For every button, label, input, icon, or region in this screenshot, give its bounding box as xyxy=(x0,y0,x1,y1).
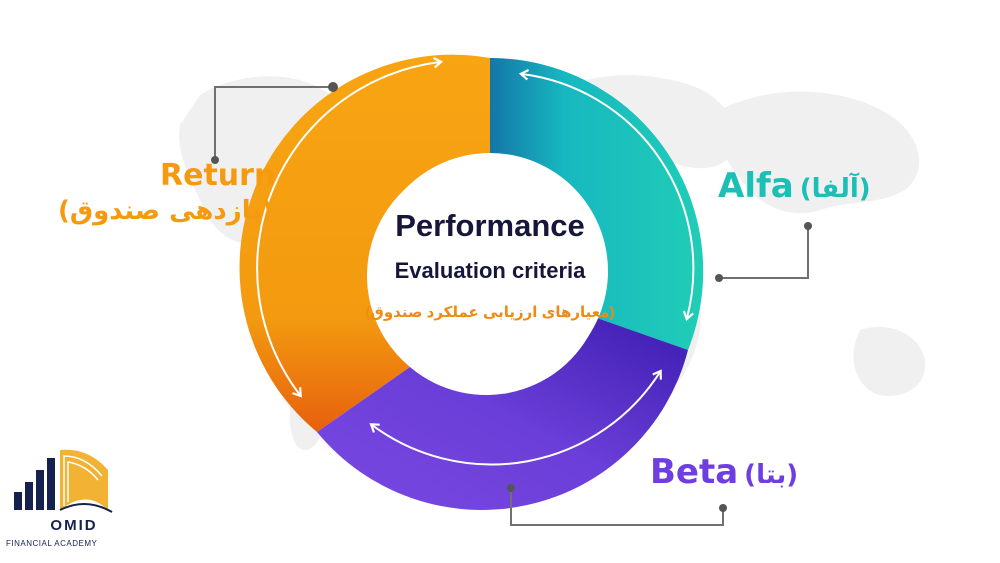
alfa-label-group: Alfa(آلفا) xyxy=(718,166,871,206)
alfa-connector-end xyxy=(804,222,812,230)
beta-label: Beta xyxy=(650,452,739,492)
return-label: Return xyxy=(160,158,276,193)
beta-connector-end xyxy=(719,504,727,512)
return-persian-label: (بازدهی صندوق) xyxy=(58,196,274,226)
logo-tagline: FINANCIAL ACADEMY xyxy=(6,539,98,548)
beta-arrow xyxy=(369,369,662,466)
beta-persian-label: (بتا) xyxy=(744,460,799,490)
omid-logo-icon xyxy=(14,449,113,513)
center-subtitle: Evaluation criteria xyxy=(394,258,586,283)
return-connector xyxy=(214,86,333,160)
alfa-label: Alfa xyxy=(718,166,794,206)
return-connector-end xyxy=(211,156,219,164)
beta-connector xyxy=(510,488,724,526)
beta-label-group: Beta(بتا) xyxy=(650,452,798,492)
return-connector-dot xyxy=(328,82,338,92)
center-title: Performance xyxy=(395,208,585,243)
center-persian-subtitle: (معیارهای ارزیابی عملکرد صندوق) xyxy=(365,304,615,321)
logo-name: OMID xyxy=(50,517,98,534)
alfa-connector-dot xyxy=(715,274,723,282)
return-arrow xyxy=(256,57,444,398)
alfa-arrow xyxy=(518,69,695,322)
beta-connector-dot xyxy=(507,484,515,492)
alfa-connector xyxy=(719,226,809,279)
alfa-persian-label: (آلفا) xyxy=(799,174,871,204)
